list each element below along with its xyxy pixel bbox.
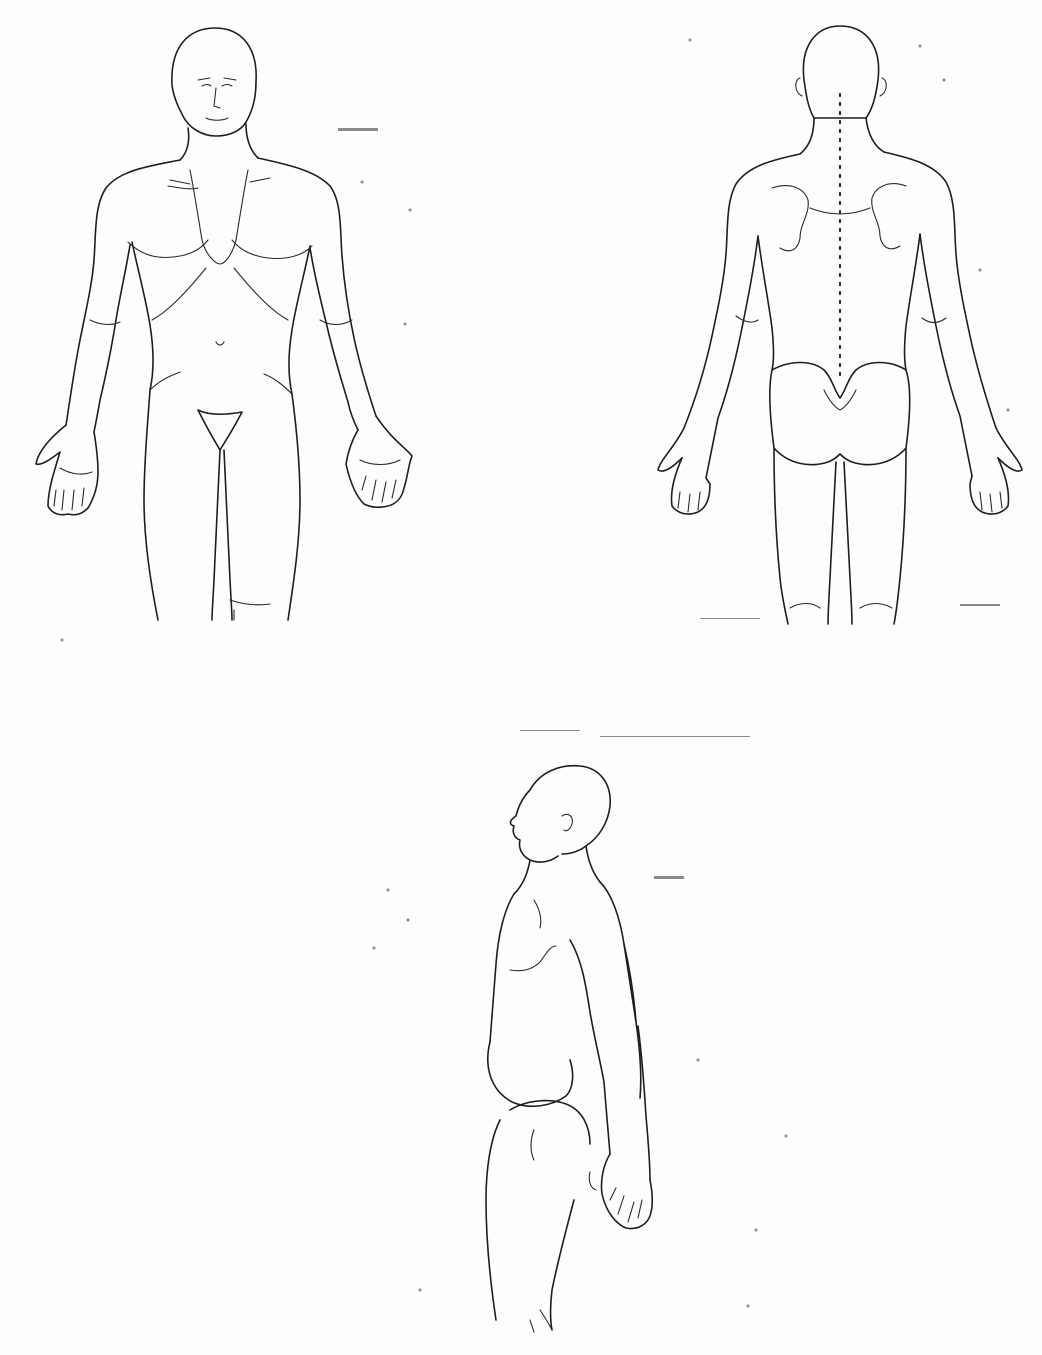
scan-noise (0, 0, 1042, 1355)
body-chart-sheet (0, 0, 1042, 1355)
